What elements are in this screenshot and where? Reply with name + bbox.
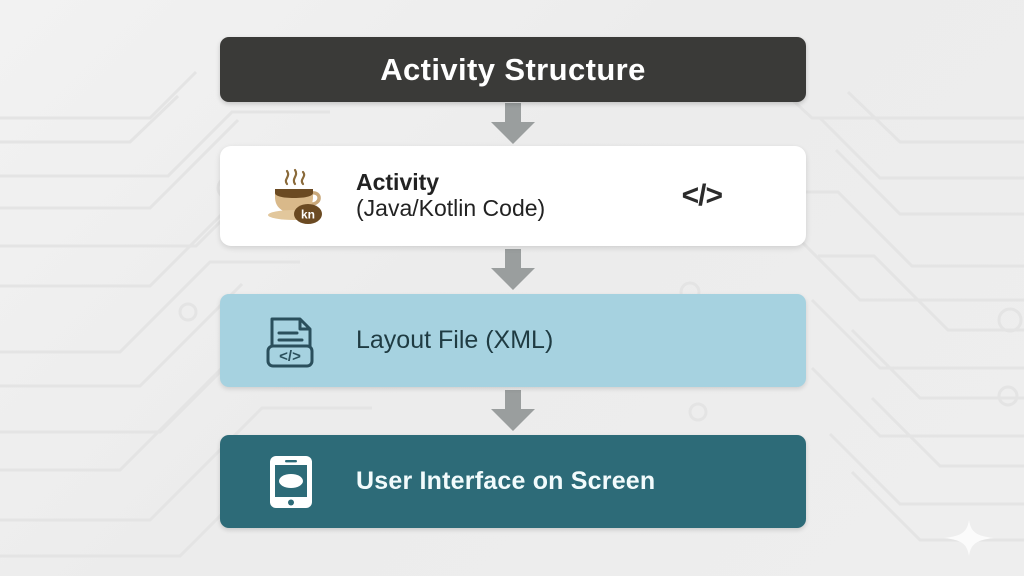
- down-arrow-icon: [491, 103, 535, 144]
- svg-text:kn: kn: [301, 208, 315, 222]
- activity-card-text: Activity (Java/Kotlin Code): [356, 169, 682, 222]
- tablet-device-icon: [270, 455, 312, 508]
- activity-title: Activity: [356, 169, 440, 196]
- down-arrow-icon: [491, 390, 535, 431]
- down-arrow-icon: [491, 249, 535, 290]
- sparkle-icon: [942, 518, 996, 558]
- flowchart: Activity Structure: [220, 37, 806, 528]
- node-user-interface: User Interface on Screen: [220, 435, 806, 528]
- node-activity-card: kn Activity (Java/Kotlin Code) </>: [220, 146, 806, 246]
- edge-activity-to-layout: [220, 246, 806, 294]
- node-layout-file: </> Layout File (XML): [220, 294, 806, 387]
- java-kotlin-coffee-cup-icon: kn: [268, 168, 322, 224]
- code-tag-icon: </>: [681, 179, 723, 212]
- user-interface-label: User Interface on Screen: [356, 467, 656, 495]
- page-title: Activity Structure: [380, 51, 646, 87]
- activity-subtitle: (Java/Kotlin Code): [356, 195, 546, 221]
- xml-document-code-icon: </>: [266, 317, 314, 367]
- layout-file-label: Layout File (XML): [356, 326, 554, 354]
- edge-title-to-activity: [220, 102, 806, 146]
- edge-layout-to-ui: [220, 387, 806, 435]
- svg-text:</>: </>: [279, 348, 301, 365]
- node-activity-structure-header: Activity Structure: [220, 37, 806, 102]
